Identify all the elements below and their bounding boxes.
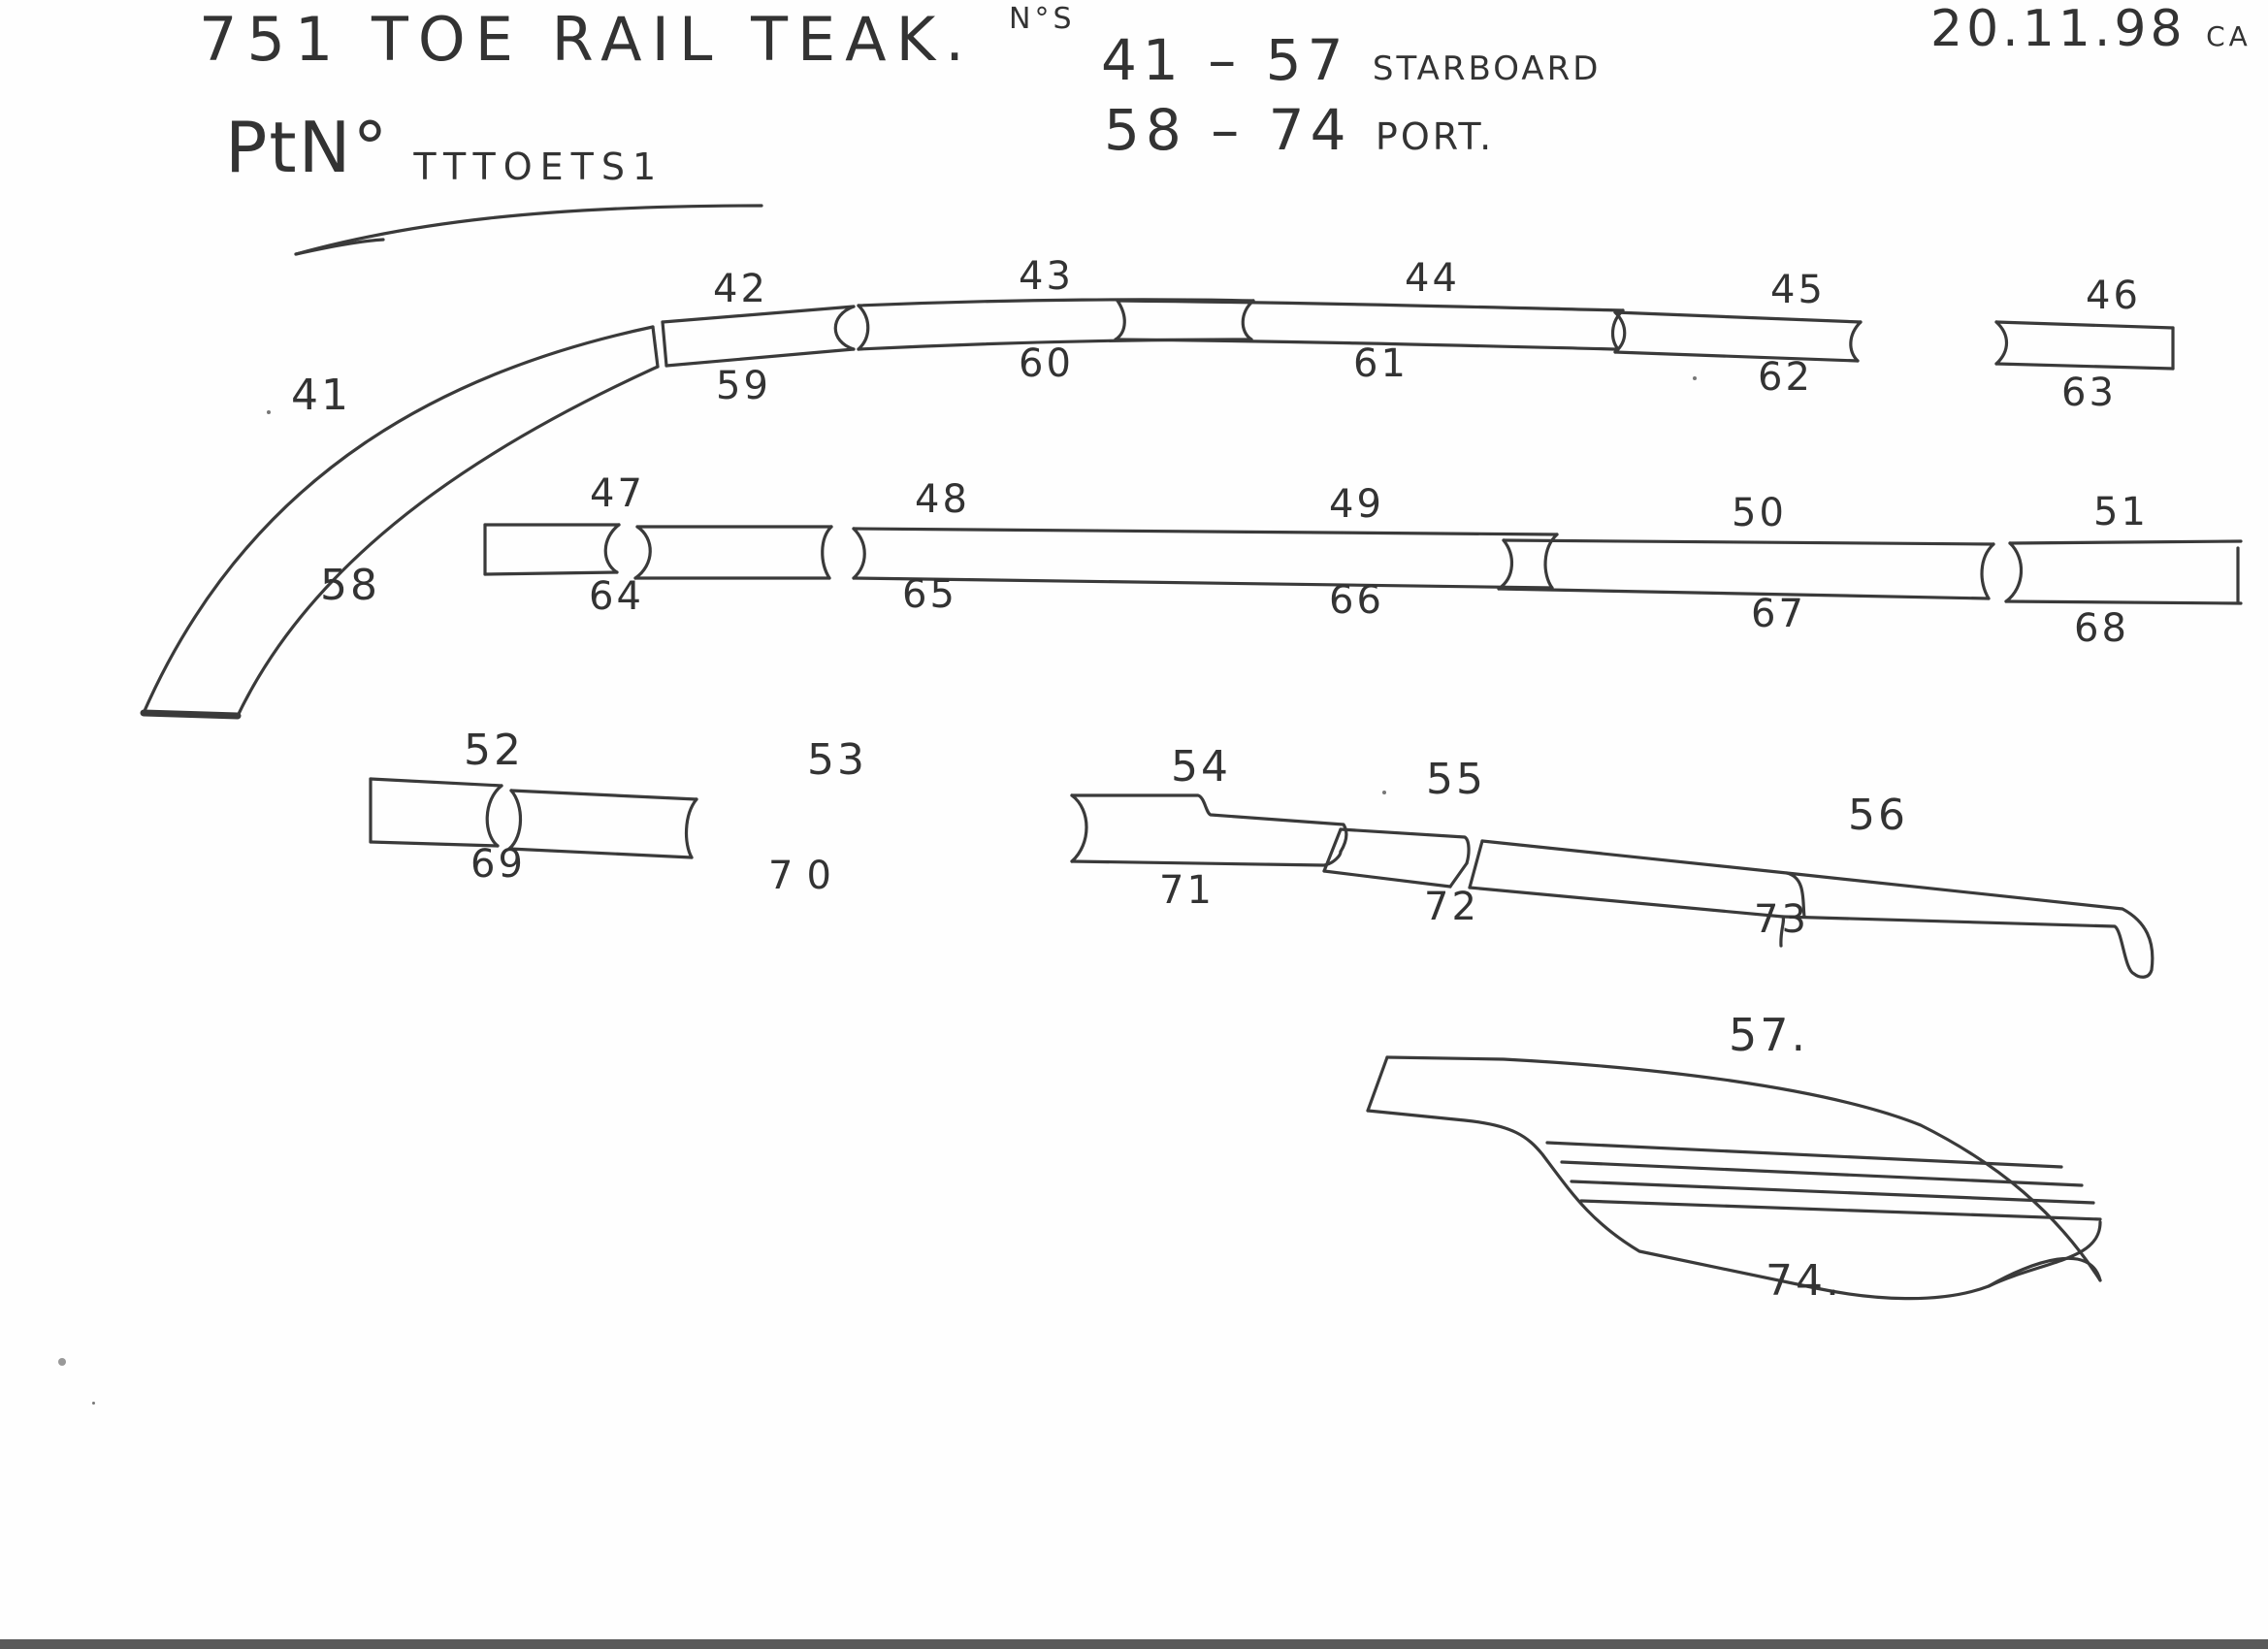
piece-label-56: 56: [1848, 791, 1908, 840]
date-stamp: 20.11.98 CA: [1930, 0, 2252, 58]
piece-label-57: 57.: [1729, 1009, 1809, 1061]
piece-label-43: 43: [1019, 254, 1074, 299]
piece-50: [1497, 538, 1995, 600]
piece-label-48: 48: [915, 477, 970, 522]
piece-label-62: 62: [1758, 355, 1813, 400]
piece-41: [140, 325, 660, 720]
piece-label-55: 55: [1426, 755, 1486, 804]
piece-56: [1468, 839, 2155, 979]
scan-speck: [1693, 376, 1697, 380]
starboard-range-numbers: 41 – 57: [1101, 27, 1349, 93]
piece-label-68: 68: [2074, 606, 2129, 651]
drawing-title: 751 TOE RAIL TEAK.: [199, 4, 974, 75]
piece-label-71: 71: [1159, 868, 1215, 913]
piece-label-41: 41: [291, 371, 351, 420]
starboard-range-side: STARBOARD: [1372, 49, 1602, 88]
piece-label-52: 52: [464, 726, 524, 775]
port-range-numbers: 58 – 74: [1104, 97, 1352, 163]
part-number: PtN° TTTOETS1: [225, 107, 664, 188]
piece-46: [1994, 320, 2175, 371]
piece-label-60: 60: [1019, 341, 1074, 386]
port-range-side: PORT.: [1375, 115, 1495, 158]
scan-speck: [92, 1402, 95, 1405]
piece-label-46: 46: [2086, 274, 2141, 318]
numbers-label: N°S: [1009, 2, 1076, 36]
piece-label-49: 49: [1329, 482, 1384, 527]
piece-label-59: 59: [716, 364, 771, 408]
scan-edge: [0, 1639, 2268, 1649]
piece-label-47: 47: [590, 471, 645, 516]
piece-52: [369, 777, 503, 848]
part-number-prefix: PtN°: [225, 107, 390, 188]
scan-speck: [267, 410, 271, 414]
piece-label-45: 45: [1770, 268, 1826, 312]
piece-54: [1070, 793, 1348, 867]
piece-label-58: 58: [320, 561, 380, 610]
piece-label-72: 72: [1424, 885, 1479, 929]
piece-label-66: 66: [1329, 578, 1384, 623]
piece-51: [2004, 539, 2243, 605]
piece-45: [1613, 310, 1863, 363]
piece-label-51: 51: [2093, 490, 2149, 534]
piece-label-44: 44: [1405, 256, 1460, 301]
piece-57: [1366, 1055, 2102, 1301]
piece-label-64: 64: [589, 574, 644, 619]
starboard-range: 41 – 57 STARBOARD: [1101, 27, 1601, 93]
piece-label-50: 50: [1732, 491, 1787, 535]
part-number-value: TTTOETS1: [413, 146, 664, 188]
piece-label-65: 65: [902, 572, 957, 617]
piece-label-70: 70: [768, 854, 845, 898]
initials: CA: [2206, 20, 2252, 52]
piece-label-61: 61: [1353, 341, 1409, 386]
piece-label-63: 63: [2061, 371, 2117, 415]
piece-48: [633, 525, 833, 580]
port-range: 58 – 74 PORT.: [1104, 97, 1494, 163]
date-value: 20.11.98: [1930, 0, 2187, 58]
piece-label-74: 74.: [1766, 1256, 1842, 1306]
piece-label-54: 54: [1171, 742, 1231, 792]
piece-55: [1322, 827, 1471, 889]
piece-49: [852, 527, 1559, 590]
piece-label-42: 42: [713, 267, 768, 311]
piece-label-69: 69: [470, 842, 526, 887]
title-underline: [294, 204, 763, 256]
piece-53: [507, 789, 698, 859]
piece-47: [483, 523, 621, 576]
scan-speck: [58, 1358, 66, 1366]
piece-42: [661, 305, 856, 368]
scan-speck: [1382, 791, 1386, 794]
piece-label-67: 67: [1751, 592, 1806, 636]
piece-label-73: 73: [1754, 897, 1809, 942]
piece-label-53: 53: [807, 735, 867, 785]
